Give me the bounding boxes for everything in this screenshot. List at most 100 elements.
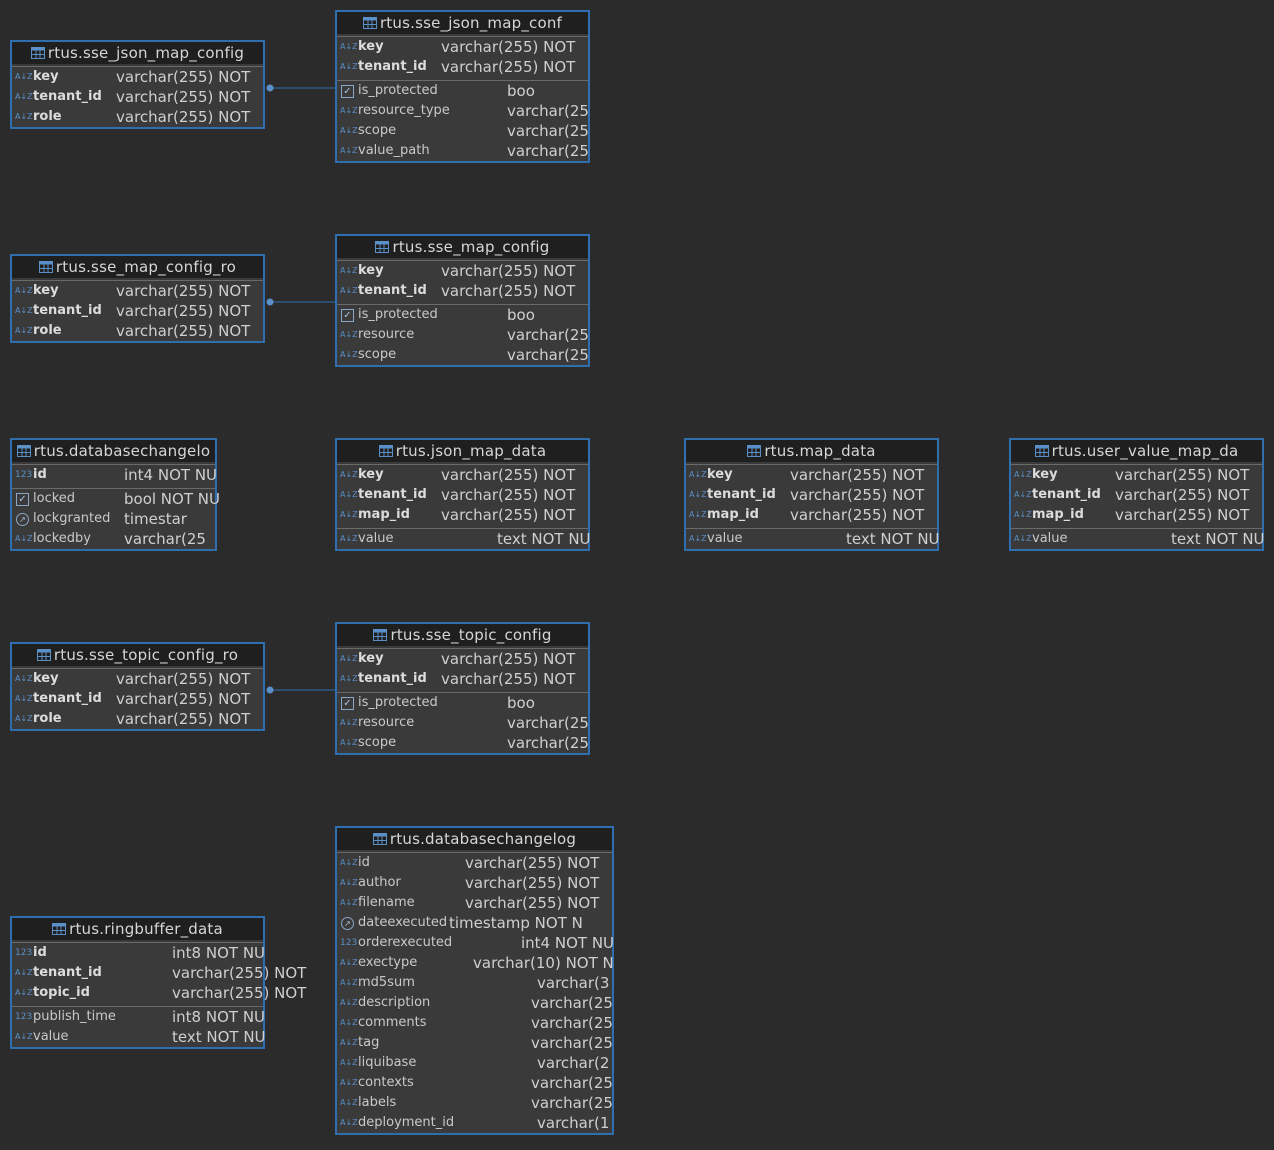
column-name: resource: [358, 327, 415, 342]
column-type: varchar(255) NOT: [790, 486, 925, 504]
column-type: text NOT NU: [846, 530, 940, 548]
table-icon: [378, 441, 393, 463]
table-header[interactable]: rtus.sse_map_config_ro: [12, 256, 263, 278]
column-group-divider: [337, 850, 612, 853]
table-header[interactable]: rtus.json_map_data: [337, 440, 588, 462]
table-header[interactable]: rtus.map_data: [686, 440, 937, 462]
table-header[interactable]: rtus.databasechangelo: [12, 440, 215, 462]
column-group-divider: [12, 462, 215, 465]
column-name: tenant_id: [33, 89, 102, 104]
text-type-icon: A↓Z: [15, 1032, 33, 1041]
table-header[interactable]: rtus.ringbuffer_data: [12, 918, 263, 940]
text-type-icon: A↓Z: [340, 126, 358, 135]
table-header[interactable]: rtus.sse_map_config: [337, 236, 588, 258]
table-header[interactable]: rtus.sse_json_map_config: [12, 42, 263, 64]
table-header[interactable]: rtus.sse_topic_config: [337, 624, 588, 646]
column-type: varchar(3: [537, 974, 610, 992]
table-header[interactable]: rtus.sse_json_map_conf: [337, 12, 588, 34]
column-group-divider: [337, 462, 588, 465]
table-header[interactable]: rtus.sse_topic_config_ro: [12, 644, 263, 666]
column-name: liquibase: [358, 1055, 417, 1070]
table-header[interactable]: rtus.user_value_map_da: [1011, 440, 1262, 462]
table-header[interactable]: rtus.databasechangelog: [337, 828, 612, 850]
text-type-icon: A↓Z: [15, 286, 33, 295]
text-type-icon: A↓Z: [340, 534, 358, 543]
timestamp-clock-icon: ↗: [341, 917, 354, 930]
column-type: boo: [507, 82, 535, 100]
